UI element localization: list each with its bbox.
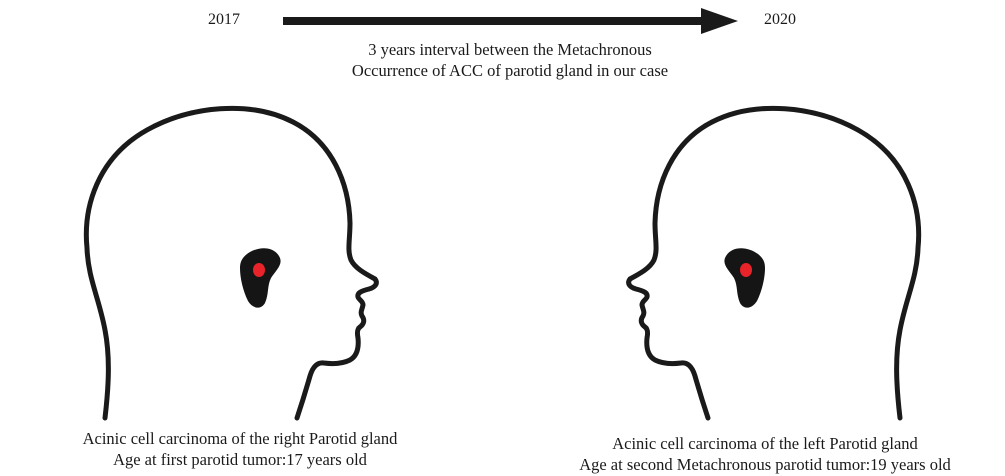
head-profile-right-tumor	[65, 98, 385, 418]
head-profile-left-tumor	[620, 98, 940, 418]
interval-caption-line-2: Occurrence of ACC of parotid gland in ou…	[260, 60, 760, 81]
start-year-label: 2017	[208, 11, 240, 29]
tumor-dot	[740, 263, 752, 277]
left-parotid-caption: Acinic cell carcinoma of the left Paroti…	[525, 433, 1005, 475]
interval-caption: 3 years interval between the Metachronou…	[260, 39, 760, 81]
right-caption-line-1: Acinic cell carcinoma of the right Parot…	[0, 428, 480, 449]
end-year-label: 2020	[764, 11, 796, 29]
interval-caption-line-1: 3 years interval between the Metachronou…	[260, 39, 760, 60]
arrow-shaft	[283, 17, 708, 25]
timeline-arrow	[283, 8, 738, 34]
parotid-gland-shape	[724, 248, 765, 307]
left-caption-line-2: Age at second Metachronous parotid tumor…	[525, 454, 1005, 475]
tumor-dot	[253, 263, 265, 277]
left-caption-line-1: Acinic cell carcinoma of the left Paroti…	[525, 433, 1005, 454]
right-caption-line-2: Age at first parotid tumor:17 years old	[0, 449, 480, 470]
head-outline	[86, 108, 376, 418]
arrow-head	[701, 8, 738, 34]
right-parotid-caption: Acinic cell carcinoma of the right Parot…	[0, 428, 480, 470]
parotid-gland-shape	[240, 248, 281, 307]
head-outline	[629, 108, 919, 418]
